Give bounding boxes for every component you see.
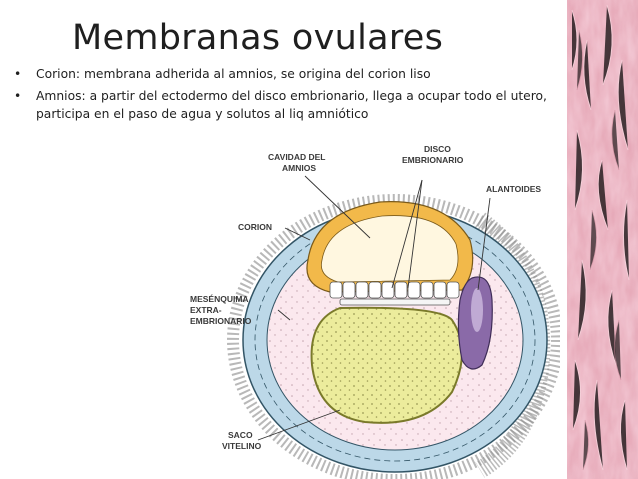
chorionic-villi <box>227 194 560 479</box>
label-cavidad-line2: AMNIOS <box>282 163 316 173</box>
yolk-sac <box>310 306 463 424</box>
label-saco-line2: VITELINO <box>222 441 262 451</box>
pink-fur-decoration <box>567 0 638 479</box>
bullet-amnios: Amnios: a partir del ectodermo del disco… <box>12 87 564 123</box>
slide-title: Membranas ovulares <box>72 18 444 58</box>
label-mesenquima-line2: EXTRA- <box>190 305 222 315</box>
label-corion: CORION <box>238 222 272 232</box>
bullet-list: Corion: membrana adherida al amnios, se … <box>12 65 564 127</box>
bullet-corion: Corion: membrana adherida al amnios, se … <box>12 65 564 83</box>
label-disco-line2: EMBRIONARIO <box>402 155 464 165</box>
ovular-membranes-diagram: CAVIDAD DEL AMNIOS DISCO EMBRIONARIO ALA… <box>190 144 560 479</box>
label-saco-line1: SACO <box>228 430 253 440</box>
label-cavidad-line1: CAVIDAD DEL <box>268 152 325 162</box>
embryonic-disc <box>329 281 460 306</box>
label-mesenquima-line3: EMBRIONARIO <box>190 316 252 326</box>
label-disco-line1: DISCO <box>424 144 451 154</box>
label-mesenquima-line1: MESÉNQUIMA <box>190 294 249 304</box>
label-alantoides: ALANTOIDES <box>486 184 541 194</box>
